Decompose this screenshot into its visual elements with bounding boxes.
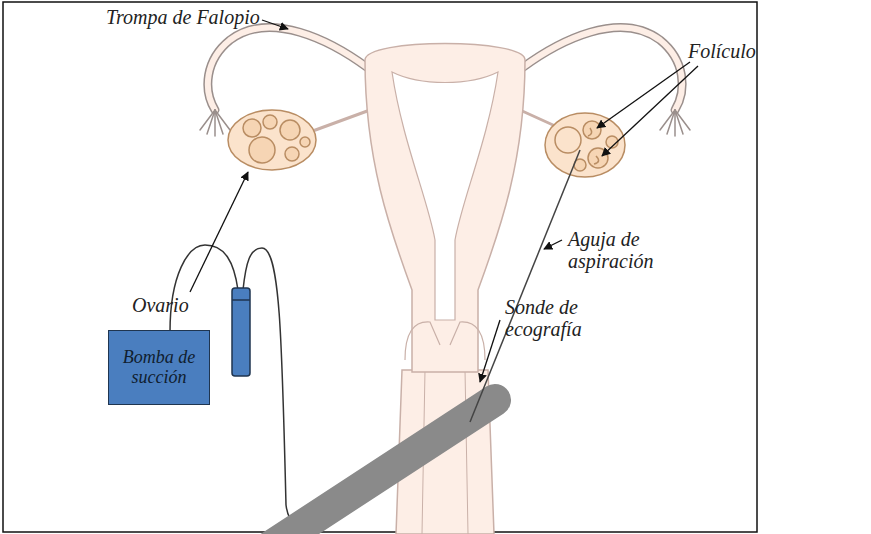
pump-box: Bomba de succión [108, 330, 210, 405]
part-label: Trompa de Falopio [106, 6, 276, 28]
part-label: Ovario [132, 294, 212, 316]
ultrasound-probe [250, 400, 495, 534]
suction-tubing [170, 245, 470, 525]
part-label: Sonde de ecografía [505, 296, 625, 340]
part-label: Aguja de aspiración [568, 228, 688, 272]
node-text: Bomba de succión [115, 348, 203, 388]
aspiration-needle [470, 150, 580, 422]
leader-lines [190, 20, 698, 382]
collection-tube [232, 288, 250, 376]
part-label: Folículo [688, 40, 768, 62]
frame [3, 2, 757, 532]
ovaries [228, 110, 625, 177]
